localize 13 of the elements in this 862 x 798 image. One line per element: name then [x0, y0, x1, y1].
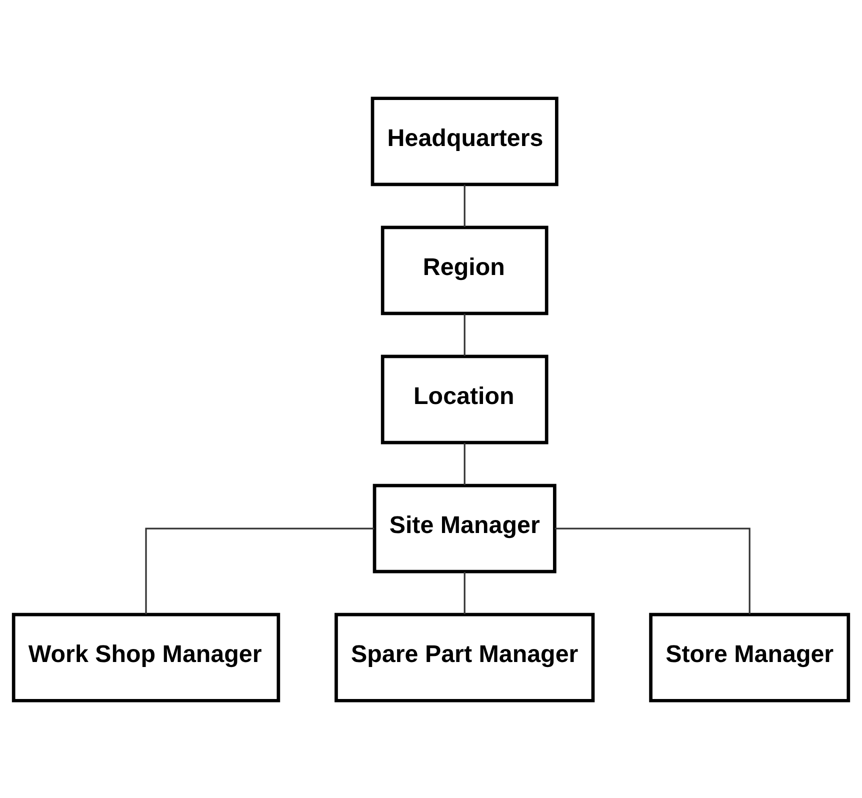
node-box: Work Shop Manager: [12, 612, 280, 702]
node-box: Spare Part Manager: [334, 612, 595, 702]
connector: [554, 527, 750, 614]
connector: [464, 313, 466, 356]
connector: [145, 527, 374, 614]
connector: [464, 442, 466, 485]
node-box: Store Manager: [649, 612, 850, 702]
connector: [464, 184, 466, 227]
node-box: Location: [380, 354, 548, 444]
node-box: Headquarters: [370, 96, 558, 186]
connector: [464, 571, 466, 614]
node-box: Site Manager: [372, 483, 556, 573]
node-box: Region: [380, 225, 548, 315]
